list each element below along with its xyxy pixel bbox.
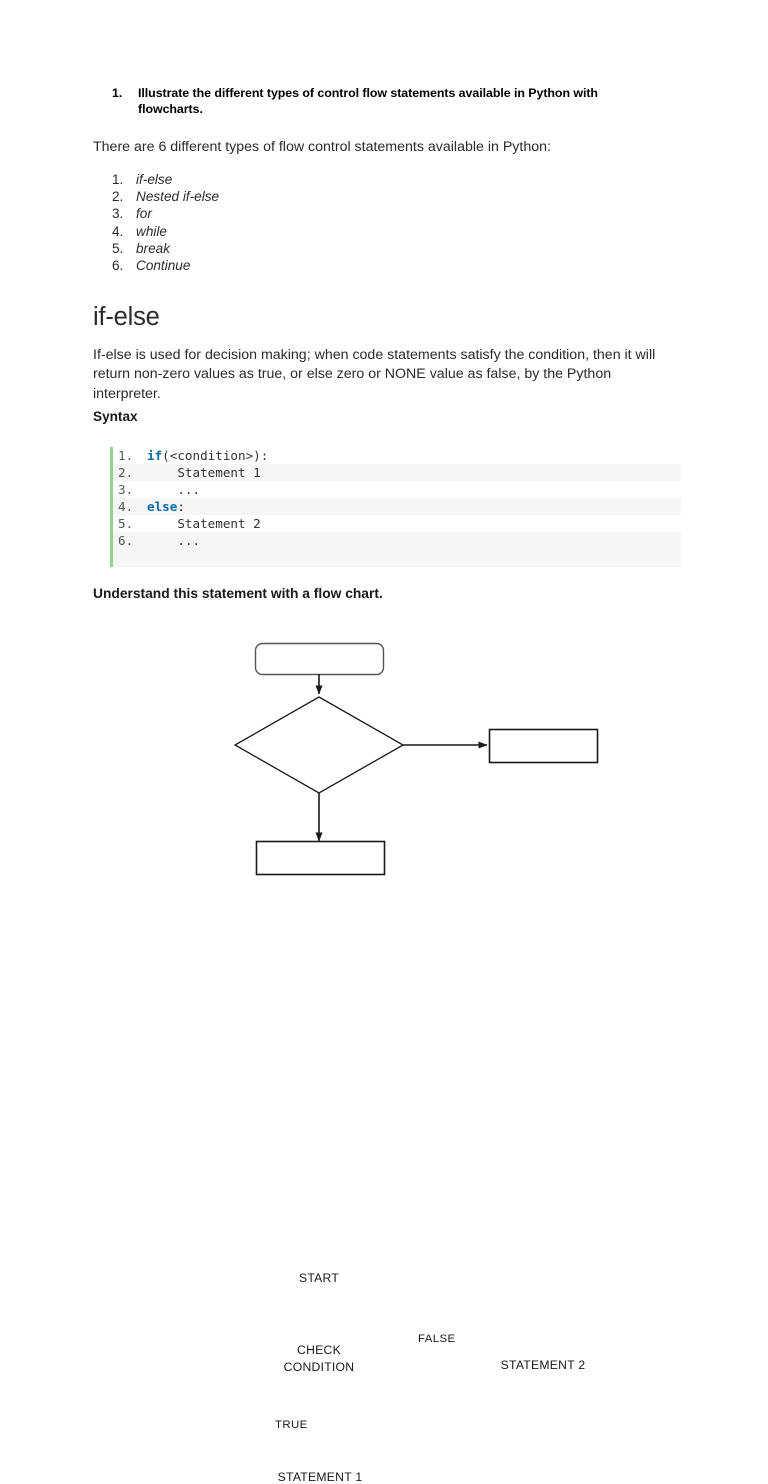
document-page: 1. Illustrate the different types of con… (0, 86, 768, 1484)
list-item: 6. Continue (112, 257, 432, 274)
code-line-number: 1. (118, 448, 134, 463)
code-line: 4. else: (113, 498, 681, 515)
understand-statement-line: Understand this statement with a flow ch… (93, 586, 383, 601)
code-line: 5. Statement 2 (113, 515, 681, 532)
code-line-number: 5. (118, 516, 134, 531)
code-line-text: if(<condition>): (147, 447, 681, 464)
list-item-label: break (136, 240, 171, 256)
list-item: 4. while (112, 223, 432, 240)
code-rest: ... (147, 533, 201, 548)
decision-node-label-line1: CHECK (297, 1343, 341, 1357)
list-item-label: for (136, 206, 152, 222)
flowchart-if-else: START CHECK CONDITION STATEMENT 2 STATEM… (0, 620, 768, 1484)
code-line-number: 4. (118, 499, 134, 514)
code-line-number: 6. (118, 533, 134, 548)
code-rest: ... (147, 482, 201, 497)
list-item-label: if-else (136, 172, 173, 187)
list-item: 2. Nested if-else (112, 188, 432, 205)
code-line: 1. if(<condition>): (113, 447, 681, 464)
syntax-label: Syntax (93, 409, 138, 424)
list-item: 3. for (112, 205, 432, 222)
list-item: 1. if-else (112, 171, 432, 188)
start-node-label: START (298, 1271, 340, 1285)
question-item: 1. Illustrate the different types of con… (112, 86, 622, 117)
code-rest: Statement 1 (147, 465, 261, 480)
code-keyword: else (147, 499, 178, 514)
code-line: 2. Statement 1 (113, 464, 681, 481)
code-line-number: 2. (118, 465, 134, 480)
list-item-number: 2. (112, 189, 124, 205)
decision-node-shape (233, 696, 405, 794)
code-line-text: else: (147, 498, 681, 515)
list-item: 5. break (112, 240, 432, 257)
question-text: Illustrate the different types of contro… (138, 86, 598, 116)
code-block-tail (113, 549, 681, 567)
true-branch-label: TRUE (275, 1419, 308, 1431)
code-rest: (<condition>): (162, 448, 269, 463)
section-heading: if-else (93, 303, 160, 331)
code-keyword: if (147, 448, 163, 463)
list-item-label: Continue (136, 258, 191, 274)
code-line: 3. ... (113, 481, 681, 498)
code-rest: Statement 2 (147, 516, 261, 531)
list-item-number: 1. (112, 172, 124, 187)
question-block: 1. Illustrate the different types of con… (112, 86, 622, 117)
list-item-number: 5. (112, 240, 124, 256)
code-line-number: 3. (118, 482, 134, 497)
flowchart-svg (233, 642, 599, 876)
list-item-label: while (136, 223, 167, 239)
control-flow-types-list: 1. if-else 2. Nested if-else 3. for 4. w… (112, 171, 432, 274)
start-node-shape (254, 642, 385, 676)
code-line-text: ... (147, 481, 681, 498)
code-rest: : (177, 499, 185, 514)
statement2-node-shape (488, 728, 599, 764)
statement1-node-label: STATEMENT 1 (277, 1470, 363, 1484)
false-branch-label: FALSE (418, 1333, 456, 1345)
intro-paragraph: There are 6 different types of flow cont… (93, 139, 551, 155)
code-block: 1. if(<condition>): 2. Statement 1 3. ..… (110, 447, 681, 567)
list-item-number: 4. (112, 223, 124, 239)
code-line-text: Statement 1 (147, 464, 681, 481)
code-line: 6. ... (113, 532, 681, 549)
list-item-label: Nested if-else (136, 189, 220, 205)
list-item-number: 6. (112, 258, 124, 274)
statement1-node-shape (255, 840, 386, 876)
code-line-text: Statement 2 (147, 515, 681, 532)
list-item-number: 3. (112, 206, 124, 222)
body-paragraph: If-else is used for decision making; whe… (93, 347, 656, 402)
statement2-node-label: STATEMENT 2 (500, 1358, 586, 1372)
code-line-text: ... (147, 532, 681, 549)
question-number: 1. (112, 86, 123, 100)
decision-node-label-line2: CONDITION (283, 1360, 355, 1374)
